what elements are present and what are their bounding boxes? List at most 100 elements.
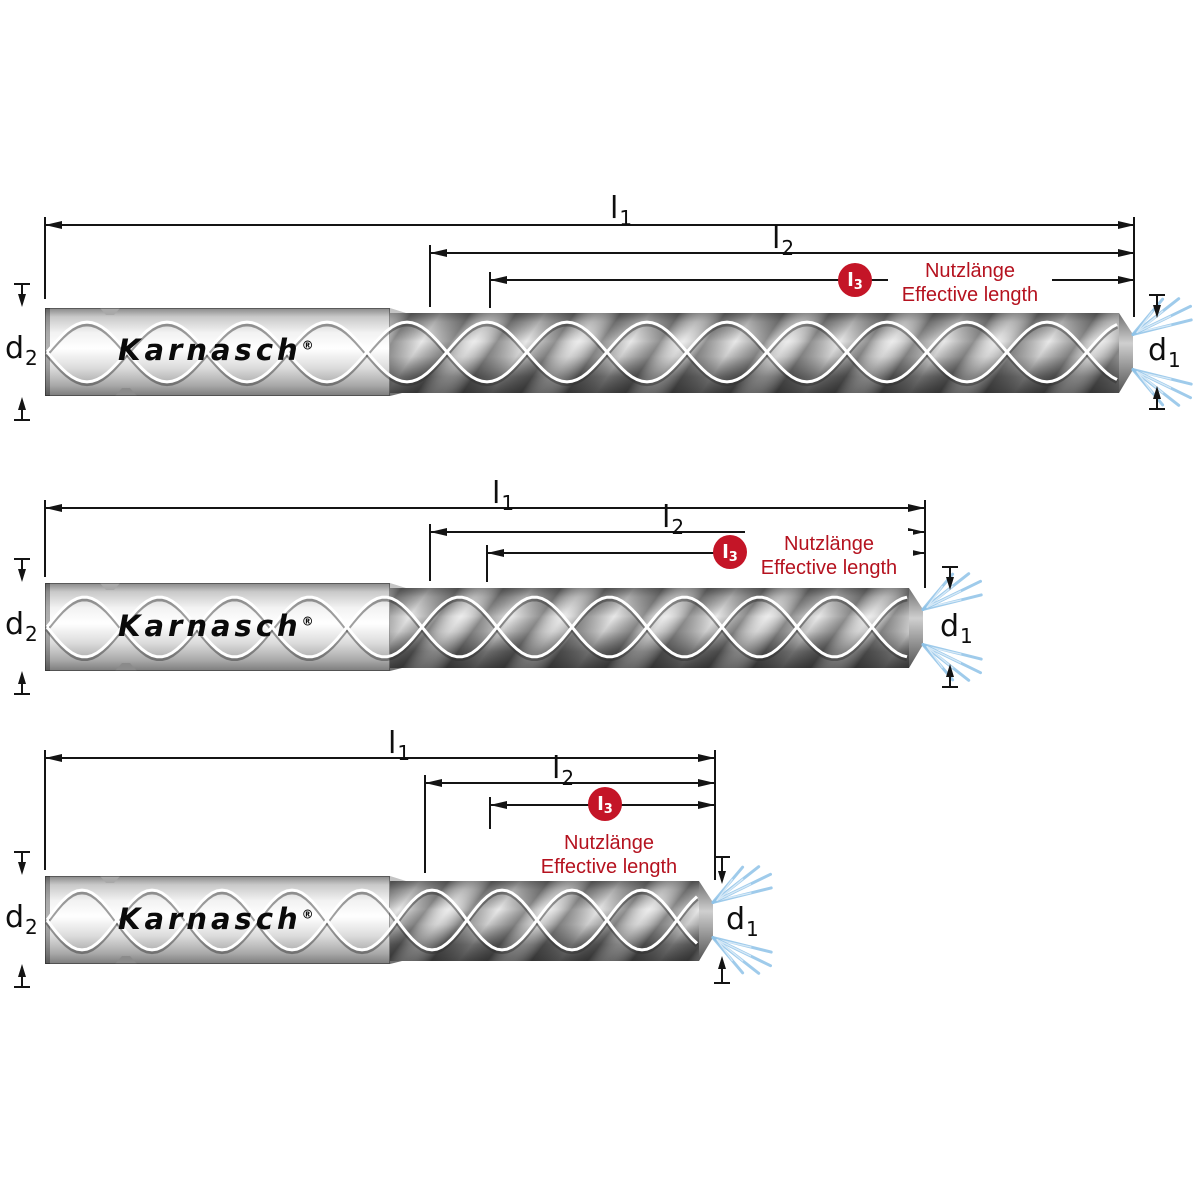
dim-label-l2: l2 [772, 224, 794, 259]
dim-line-l2 [430, 252, 1135, 254]
drill-tip [909, 588, 923, 668]
d2-arrow-bottom [18, 671, 26, 684]
note-line-de: Nutzlänge [924, 260, 1016, 282]
effective-length-note: Nutzlänge Effective length [525, 830, 693, 880]
dim-line-l1 [45, 757, 715, 759]
dim-arrow-left [45, 754, 62, 762]
label-base: l [610, 191, 619, 226]
label-base: d [940, 609, 960, 644]
dim-arrow-left [487, 549, 504, 557]
dim-label-l1: l1 [388, 729, 410, 764]
dim-arrow-right [698, 754, 715, 762]
dim-arrow-right [1118, 221, 1135, 229]
brand-logo: Karnasch® [118, 612, 314, 641]
badge-sub: 3 [603, 801, 613, 817]
effective-length-note: Nutzlänge Effective length [888, 258, 1052, 308]
d1-tick-bottom [942, 686, 958, 688]
badge-base: l [847, 268, 854, 291]
dim-line-l3 [487, 552, 925, 554]
dim-label-l2: l2 [662, 500, 684, 538]
dim-arrow-right [1118, 249, 1135, 257]
dim-label-l2: l2 [552, 751, 574, 789]
coolant-spray [1131, 297, 1193, 407]
label-base: l [662, 500, 671, 535]
dim-arrow-left [425, 779, 442, 787]
dim-arrow-left [490, 276, 507, 284]
d1-arrow-bottom [718, 956, 726, 969]
label-sub: 1 [746, 917, 759, 941]
drill-flutes [390, 308, 1133, 396]
registered-mark: ® [301, 907, 314, 922]
brand-logo: Karnasch® [118, 905, 314, 934]
d1-arrow-top [718, 871, 726, 884]
registered-mark: ® [301, 614, 314, 629]
label-sub: 2 [25, 622, 38, 646]
dim-arrow-left [45, 221, 62, 229]
dim-arrow-right [908, 504, 925, 512]
dim-label-d2: d2 [5, 607, 38, 645]
witness-line [429, 245, 431, 307]
dim-label-l1: l1 [492, 479, 514, 514]
d2-line-bottom [21, 410, 23, 420]
witness-line [714, 750, 716, 880]
note-line-de: Nutzlänge [563, 832, 655, 854]
label-sub: 1 [501, 491, 515, 515]
witness-line [486, 545, 488, 582]
badge-sub: 3 [728, 549, 738, 565]
d1-line-bottom [949, 677, 951, 687]
d2-line-bottom [21, 684, 23, 694]
witness-line [44, 500, 46, 577]
label-base: l [552, 751, 561, 786]
dim-label-l1: l1 [610, 191, 632, 229]
dim-arrow-left [45, 504, 62, 512]
label-sub: 2 [781, 236, 795, 260]
witness-line [489, 272, 491, 308]
dim-arrow-right [698, 801, 715, 809]
d1-line-top [1156, 295, 1158, 305]
d2-arrow-bottom [18, 964, 26, 977]
registered-mark: ® [301, 338, 314, 353]
witness-line [489, 797, 491, 829]
dim-line-l2 [425, 782, 715, 784]
dim-line-l1 [45, 224, 1135, 226]
d2-tick-bottom [14, 419, 30, 421]
drill-graphic-long [45, 297, 1193, 407]
label-sub: 1 [1168, 348, 1181, 372]
d1-arrow-bottom [946, 664, 954, 677]
label-sub: 2 [25, 346, 38, 370]
badge-sub: 3 [853, 277, 863, 293]
d2-line-top [21, 284, 23, 294]
dim-label-d2: d2 [5, 903, 38, 938]
dim-label-d2: d2 [5, 334, 38, 369]
dim-arrow-right [698, 779, 715, 787]
label-sub: 1 [960, 624, 973, 648]
d2-arrow-top [18, 294, 26, 307]
witness-line [1133, 217, 1135, 317]
label-sub: 2 [561, 766, 575, 790]
brand-name: Karnasch [118, 609, 302, 643]
drill-graphic-medium [45, 572, 983, 682]
drill-graphic-short [45, 865, 773, 975]
dim-label-d1: d1 [940, 609, 973, 647]
witness-line [429, 524, 431, 581]
d2-arrow-bottom [18, 397, 26, 410]
dim-arrow-left [430, 249, 447, 257]
label-base: d [5, 607, 25, 642]
label-sub: 2 [25, 915, 38, 939]
d1-line-bottom [1156, 399, 1158, 409]
d1-tick-bottom [714, 982, 730, 984]
label-base: d [1148, 333, 1168, 368]
d2-tick-bottom [14, 986, 30, 988]
note-line-en: Effective length [901, 284, 1039, 306]
brand-logo: Karnasch® [118, 336, 314, 365]
d1-line-top [949, 567, 951, 577]
d1-line-top [721, 857, 723, 871]
dim-arrow-left [430, 528, 447, 536]
dim-line-l2 [430, 531, 925, 533]
dim-line-l3 [490, 279, 1135, 281]
badge-base: l [722, 540, 729, 563]
label-sub: 2 [671, 515, 685, 539]
